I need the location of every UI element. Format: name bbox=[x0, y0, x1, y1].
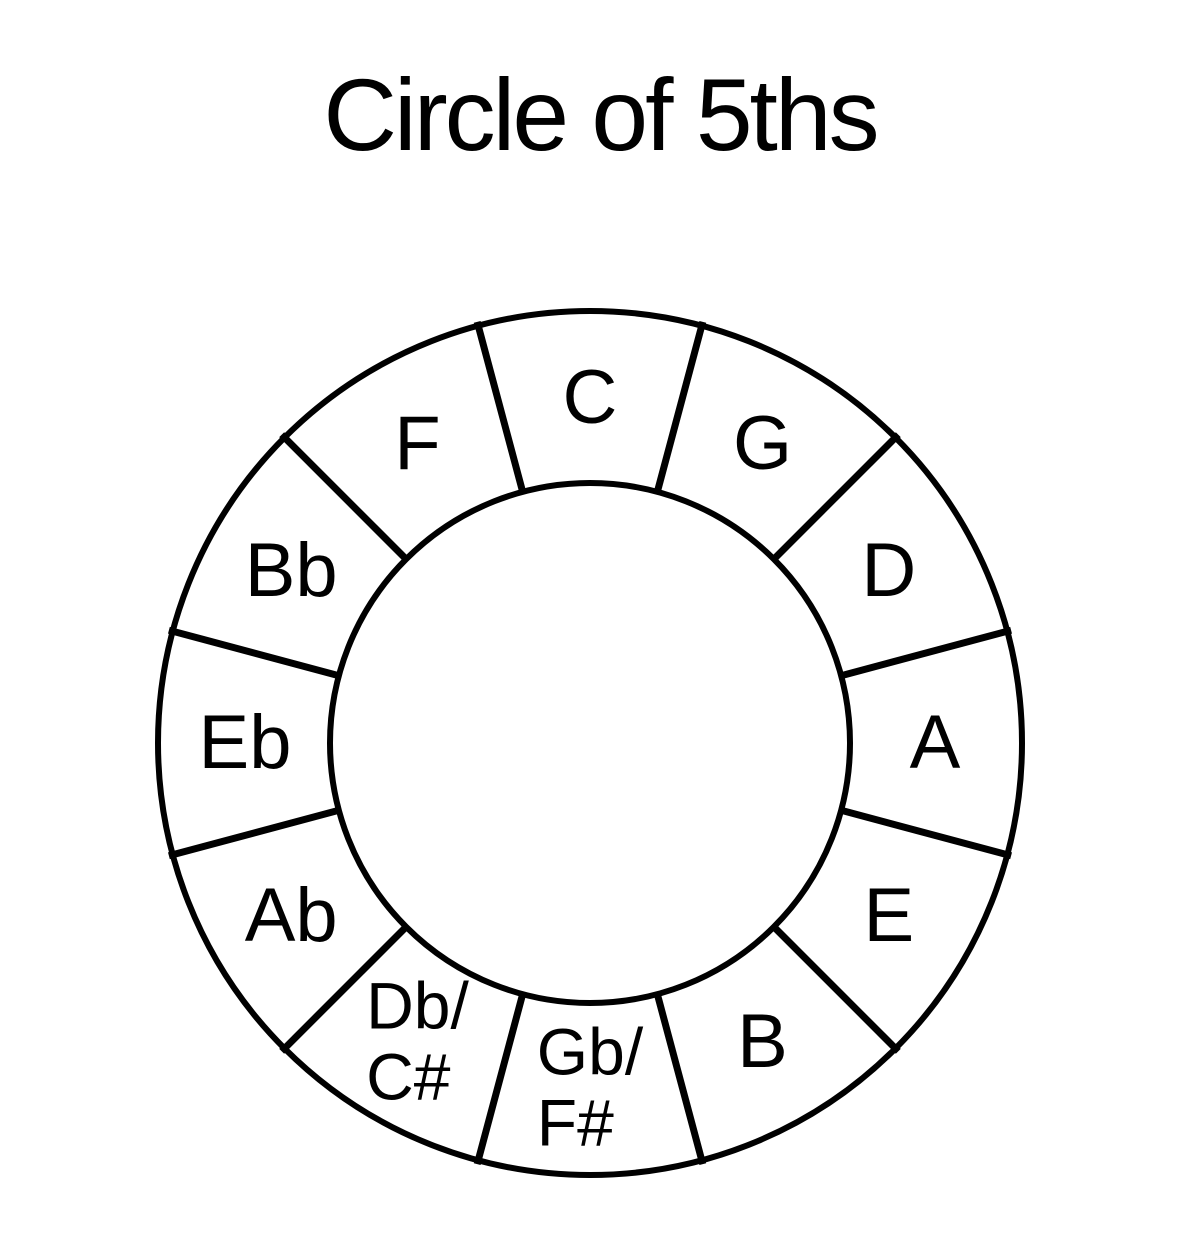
inner-circle bbox=[327, 480, 853, 1006]
segment-divider bbox=[167, 806, 342, 860]
segment-divider bbox=[838, 806, 1013, 860]
segment-label-ab: Ab bbox=[244, 872, 338, 958]
segment-divider bbox=[769, 922, 901, 1054]
segment-divider bbox=[653, 320, 707, 495]
segment-label-b: B bbox=[737, 998, 788, 1084]
segment-divider bbox=[653, 991, 707, 1166]
segment-label-c: C bbox=[562, 354, 618, 440]
segment-label-bb: Bb bbox=[244, 527, 338, 613]
segment-divider bbox=[279, 432, 411, 564]
segment-divider bbox=[279, 922, 411, 1054]
segment-divider bbox=[769, 432, 901, 564]
segment-label-db-csharp: Db/ C# bbox=[366, 968, 469, 1114]
segment-label-a: A bbox=[909, 699, 961, 785]
segment-divider bbox=[473, 320, 527, 495]
segment-divider bbox=[167, 626, 342, 680]
segment-label-e: E bbox=[863, 872, 915, 958]
segment-label-eb: Eb bbox=[198, 699, 292, 785]
page-title: Circle of 5ths bbox=[323, 58, 879, 172]
segment-dividers bbox=[167, 320, 1013, 1166]
segment-label-d: D bbox=[861, 527, 917, 613]
segment-divider bbox=[838, 626, 1013, 680]
segment-label-gb-fsharp: Gb/ F# bbox=[536, 1014, 644, 1160]
segment-divider bbox=[473, 991, 527, 1166]
segment-label-g: G bbox=[732, 401, 793, 487]
outer-circle bbox=[155, 308, 1025, 1178]
segment-label-f: F bbox=[394, 401, 441, 487]
